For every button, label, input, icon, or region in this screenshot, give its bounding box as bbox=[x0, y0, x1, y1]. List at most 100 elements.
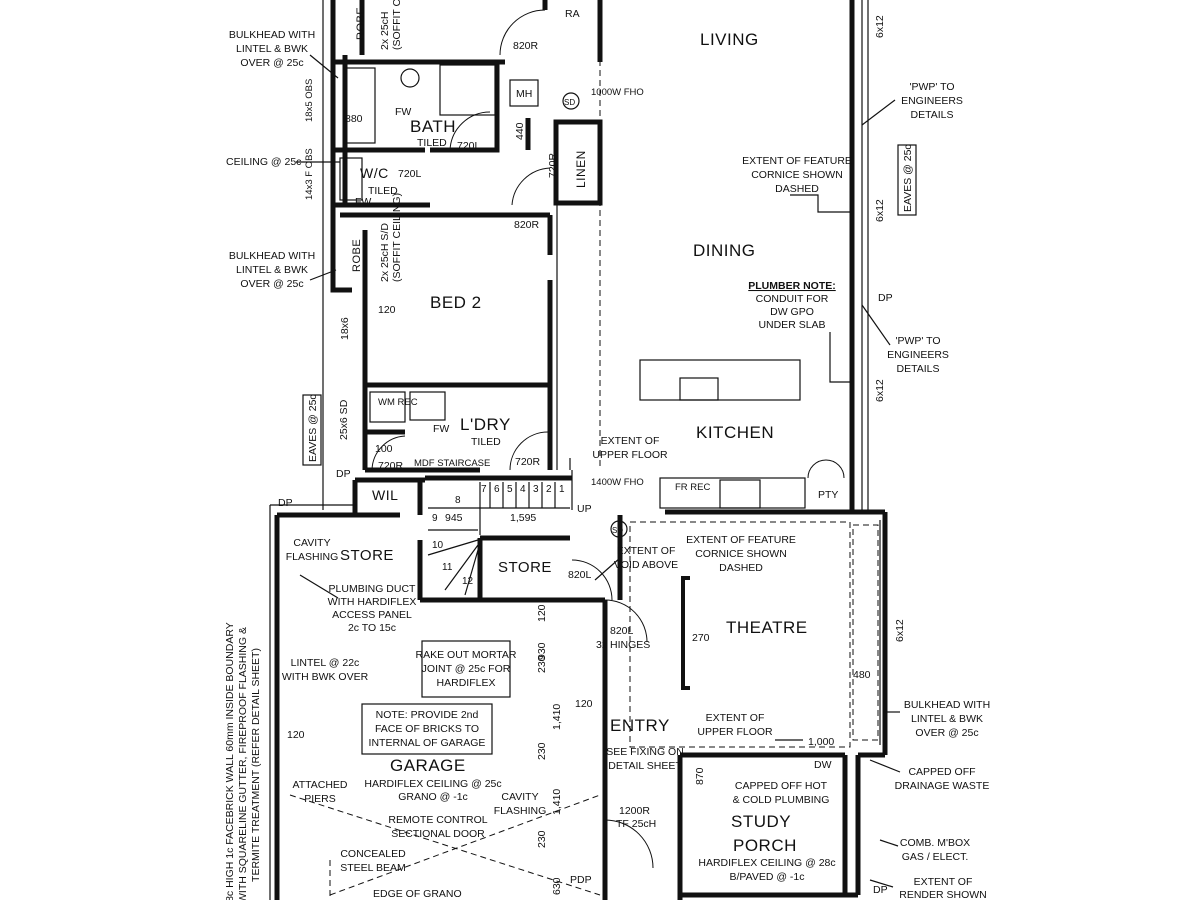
svg-text:DETAIL SHEET: DETAIL SHEET bbox=[608, 760, 682, 772]
kitchen-island bbox=[639, 359, 801, 401]
label-dp-4: DP bbox=[873, 884, 888, 896]
note-garage-ceiling: HARDIFLEX CEILING @ 25c GRANO @ -1c bbox=[364, 778, 501, 803]
note-soffit-top: 2x 25cH (SOFFIT CEI bbox=[379, 0, 403, 50]
svg-text:DASHED: DASHED bbox=[775, 183, 819, 195]
label-dw: DW bbox=[814, 759, 832, 771]
dim-230-a: 230 bbox=[536, 655, 548, 673]
room-garage: GARAGE bbox=[390, 756, 466, 775]
svg-text:DW GPO: DW GPO bbox=[770, 306, 814, 318]
svg-text:ACCESS PANEL: ACCESS PANEL bbox=[332, 609, 412, 621]
svg-text:PLUMBING DUCT: PLUMBING DUCT bbox=[329, 583, 417, 595]
note-cornice-living: EXTENT OF FEATURE CORNICE SHOWN DASHED bbox=[742, 155, 852, 195]
dim-930: 930 bbox=[536, 642, 548, 660]
dim-120-garage: 120 bbox=[287, 729, 305, 741]
svg-text:LINTEL & BWK: LINTEL & BWK bbox=[911, 713, 983, 725]
svg-text:EXTENT OF: EXTENT OF bbox=[601, 435, 660, 447]
label-fw-bath: FW bbox=[395, 106, 411, 118]
svg-text:LINTEL & BWK: LINTEL & BWK bbox=[236, 43, 308, 55]
label-fw-ldry: FW bbox=[433, 423, 449, 435]
dim-120-entry-top: 120 bbox=[536, 604, 548, 622]
svg-text:(SOFFIT CEI: (SOFFIT CEI bbox=[391, 0, 403, 50]
label-wm-rec: WM REC bbox=[378, 397, 418, 408]
svg-text:PIERS: PIERS bbox=[304, 793, 336, 805]
box-rake bbox=[421, 640, 511, 698]
svg-text:(SOFFIT CEILING): (SOFFIT CEILING) bbox=[391, 193, 403, 282]
toilet bbox=[339, 157, 363, 201]
note-remote-door: REMOTE CONTROL SECTIONAL DOOR bbox=[388, 814, 487, 840]
svg-text:SECTIONAL DOOR: SECTIONAL DOOR bbox=[391, 828, 485, 840]
dim-440: 440 bbox=[514, 122, 526, 140]
door-labels: 820R 720L 720L 720R 820R 720R 720R 820L … bbox=[378, 40, 656, 830]
door-820l-store: 820L bbox=[568, 569, 592, 581]
svg-text:FLASHING: FLASHING bbox=[286, 551, 339, 563]
annotation-notes: BULKHEAD WITH LINTEL & BWK OVER @ 25c 2x… bbox=[224, 0, 990, 900]
door-720r-stair: 720R bbox=[378, 460, 404, 472]
note-edge-grano: EDGE OF GRANO bbox=[373, 888, 462, 900]
note-upper-floor-theatre: EXTENT OF UPPER FLOOR bbox=[697, 712, 773, 738]
stair-2: 2 bbox=[546, 484, 552, 495]
svg-text:CAPPED OFF HOT: CAPPED OFF HOT bbox=[735, 780, 828, 792]
svg-text:CONDUIT FOR: CONDUIT FOR bbox=[756, 293, 829, 305]
label-up: UP bbox=[577, 503, 592, 515]
note-bulkhead-bed2: BULKHEAD WITH LINTEL & BWK OVER @ 25c bbox=[229, 250, 315, 290]
note-capped-plumbing: CAPPED OFF HOT & COLD PLUMBING bbox=[733, 780, 830, 806]
svg-text:CONCEALED: CONCEALED bbox=[340, 848, 406, 860]
svg-text:ENGINEERS: ENGINEERS bbox=[901, 95, 963, 107]
svg-text:WITH SQUARELINE GUTTER, FIREPR: WITH SQUARELINE GUTTER, FIREPROOF FLASHI… bbox=[237, 627, 249, 900]
svg-text:CAVITY: CAVITY bbox=[293, 537, 330, 549]
room-living: LIVING bbox=[700, 30, 759, 49]
room-study: STUDY bbox=[731, 812, 791, 831]
dim-100: 100 bbox=[375, 443, 393, 455]
note-porch-ceiling: HARDIFLEX CEILING @ 28c B/PAVED @ -1c bbox=[698, 857, 835, 883]
svg-text:RENDER SHOWN: RENDER SHOWN bbox=[899, 889, 987, 900]
svg-text:FLASHING: FLASHING bbox=[494, 805, 547, 817]
room-robe-bed2: ROBE bbox=[351, 239, 363, 272]
room-store-under-stair: STORE bbox=[498, 559, 552, 576]
eaves-box-west bbox=[302, 394, 322, 466]
note-rake: RAKE OUT MORTAR JOINT @ 25c FOR HARDIFLE… bbox=[416, 649, 517, 689]
eaves-box-east bbox=[897, 144, 917, 216]
stair-numbers: 1 2 3 4 5 6 7 8 9 10 11 12 bbox=[432, 484, 565, 587]
window-6x12-c: 6x12 bbox=[874, 379, 886, 402]
svg-text:UNDER SLAB: UNDER SLAB bbox=[758, 319, 825, 331]
room-laundry: L'DRY bbox=[460, 415, 511, 434]
svg-text:LINTEL & BWK: LINTEL & BWK bbox=[236, 264, 308, 276]
stair-10: 10 bbox=[432, 540, 444, 551]
stair-11: 11 bbox=[442, 562, 453, 573]
svg-text:LINTEL @ 22c: LINTEL @ 22c bbox=[291, 657, 360, 669]
note-plumber: PLUMBER NOTE: CONDUIT FOR DW GPO UNDER S… bbox=[748, 280, 836, 331]
room-theatre: THEATRE bbox=[726, 618, 808, 637]
window-6x12-d: 6x12 bbox=[894, 619, 906, 642]
window-14x3: 14x3 F OBS bbox=[304, 148, 315, 200]
kitchen-sink bbox=[679, 377, 719, 401]
label-fw-wc: FW bbox=[355, 196, 371, 208]
svg-text:28c HIGH 1c FACEBRICK WALL 60m: 28c HIGH 1c FACEBRICK WALL 60mm INSIDE B… bbox=[224, 622, 236, 900]
label-ra: RA bbox=[565, 8, 580, 20]
dim-1410-a: 1,410 bbox=[551, 704, 563, 730]
thin-lines bbox=[269, 0, 881, 900]
note-piers: ATTACHED PIERS bbox=[292, 779, 347, 805]
note-cavity-store: CAVITY FLASHING bbox=[286, 537, 339, 563]
door-820l-entry: 820L bbox=[610, 625, 634, 637]
door-1200r: 1200R bbox=[619, 805, 650, 817]
label-tiled-bath: TILED bbox=[417, 137, 447, 149]
dim-fho-1000: 1000W FHO bbox=[591, 87, 644, 98]
svg-text:EXTENT OF: EXTENT OF bbox=[706, 712, 765, 724]
basin bbox=[400, 68, 420, 88]
room-entry: ENTRY bbox=[610, 716, 670, 735]
window-6x12-b: 6x12 bbox=[874, 199, 886, 222]
door-hinges: 3x HINGES bbox=[596, 639, 650, 651]
door-820r-top: 820R bbox=[513, 40, 539, 52]
svg-text:GAS / ELECT.: GAS / ELECT. bbox=[902, 851, 969, 863]
svg-text:WITH HARDIFLEX: WITH HARDIFLEX bbox=[328, 596, 417, 608]
dim-480: 480 bbox=[853, 669, 871, 681]
svg-text:CORNICE SHOWN: CORNICE SHOWN bbox=[695, 548, 787, 560]
dim-630: 630 bbox=[551, 877, 563, 895]
door-720l-wc: 720L bbox=[398, 168, 422, 180]
svg-text:CORNICE SHOWN: CORNICE SHOWN bbox=[751, 169, 843, 181]
svg-text:& COLD PLUMBING: & COLD PLUMBING bbox=[733, 794, 830, 806]
svg-text:DASHED: DASHED bbox=[719, 562, 763, 574]
stair-9: 9 bbox=[432, 513, 438, 524]
cooktop bbox=[719, 479, 761, 509]
